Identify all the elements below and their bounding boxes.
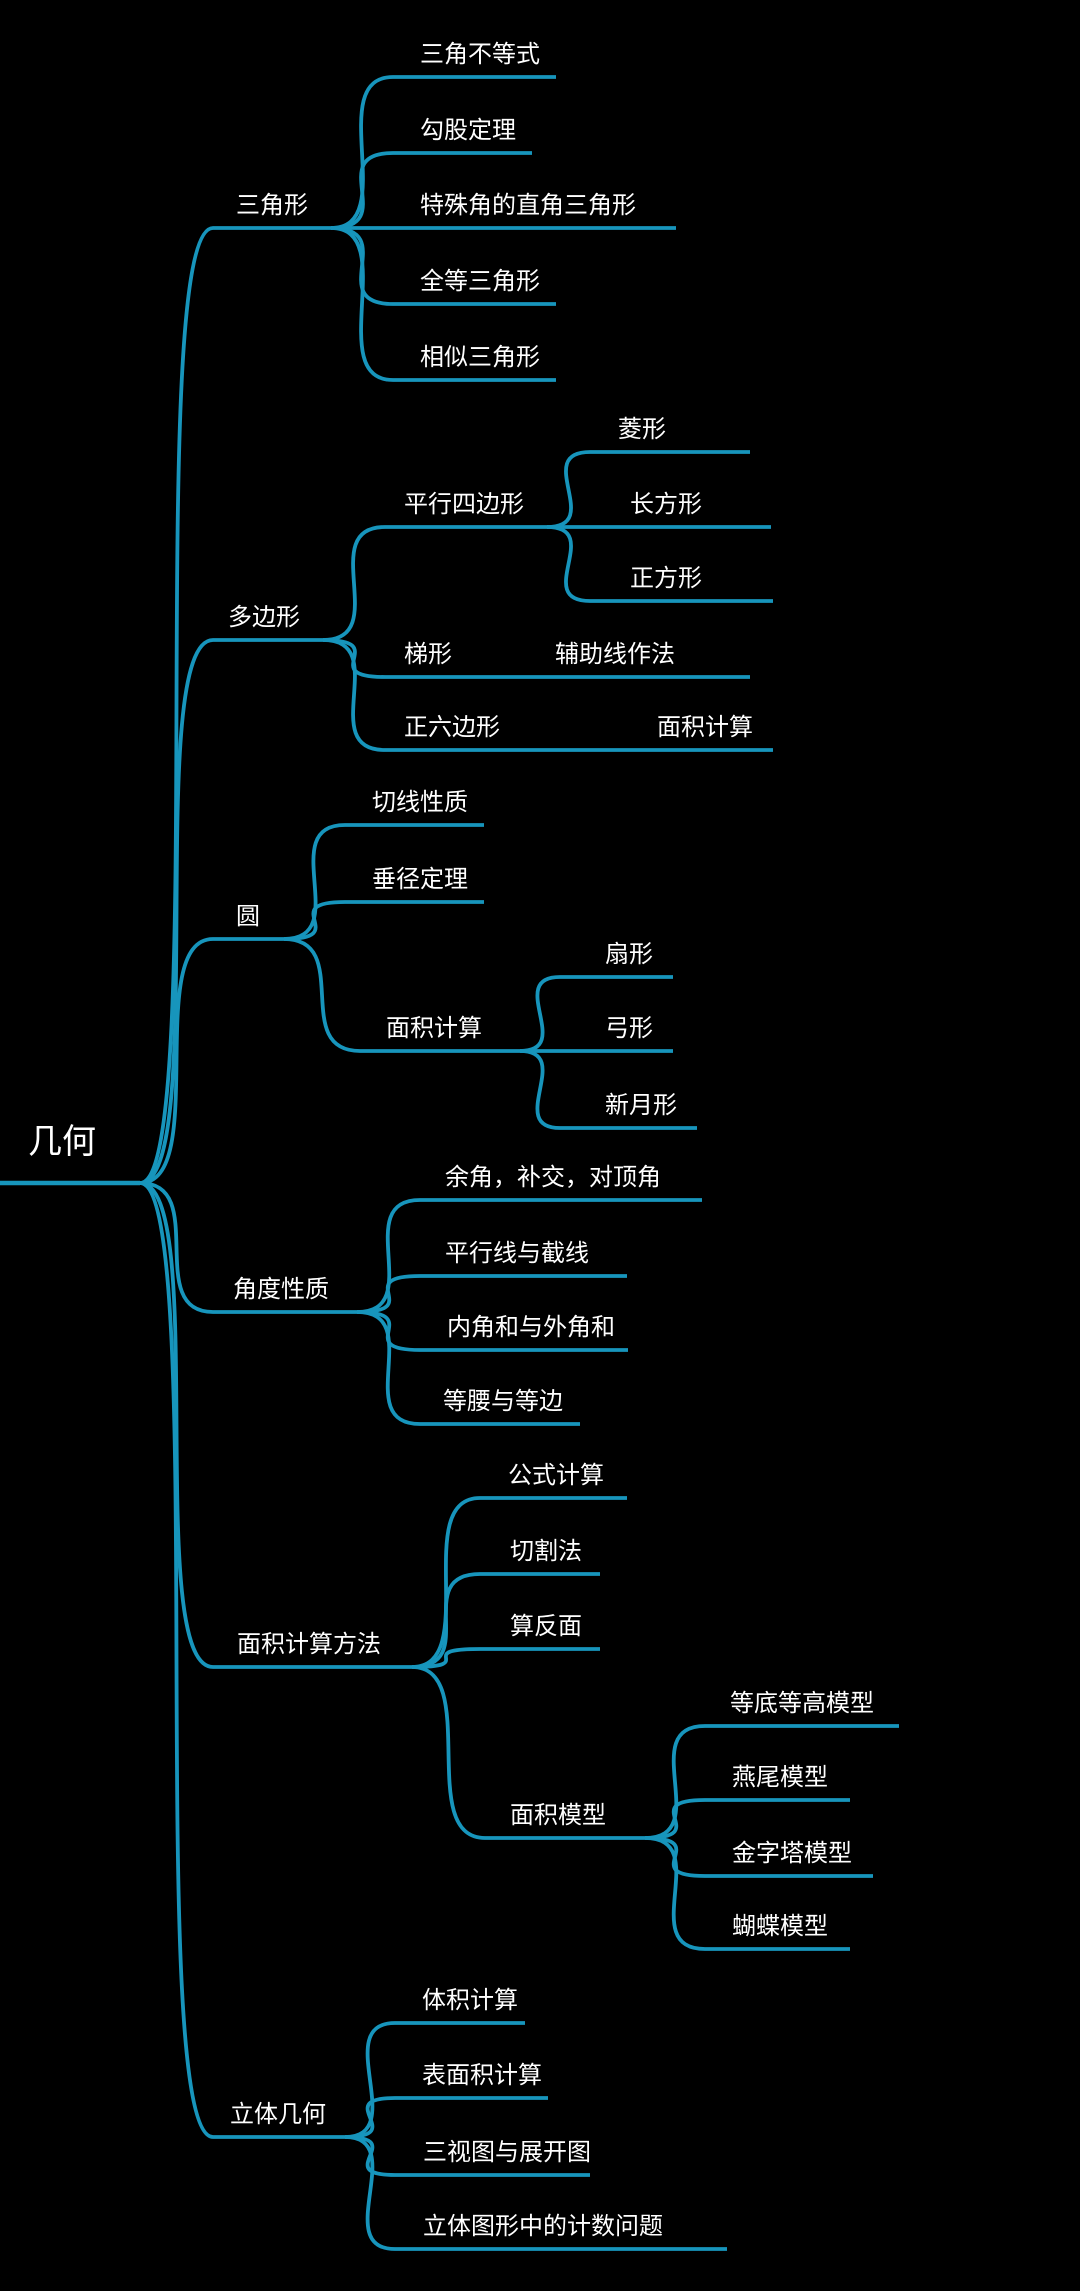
- node-parallelogram[interactable]: 平行四边形: [404, 491, 524, 518]
- node-perpendicular-chord-theorem[interactable]: 垂径定理: [372, 866, 468, 893]
- edge-rhombus: [546, 450, 750, 529]
- node-complementary-supplementary-vertical[interactable]: 余角，补交，对顶角: [445, 1164, 661, 1191]
- edge-tangent-properties: [283, 823, 484, 941]
- node-auxiliary-line-methods[interactable]: 辅助线作法: [555, 641, 675, 668]
- node-congruent-triangles[interactable]: 全等三角形: [420, 268, 540, 295]
- node-parallel-lines-transversal[interactable]: 平行线与截线: [445, 1240, 589, 1267]
- node-solid-counting-problems[interactable]: 立体图形中的计数问题: [423, 2213, 663, 2240]
- node-pythagorean-theorem[interactable]: 勾股定理: [420, 117, 516, 144]
- edge-triangle: [139, 226, 331, 1185]
- edge-three-views-and-nets: [344, 2135, 590, 2177]
- edge-lune: [519, 1049, 697, 1130]
- node-volume-calculation[interactable]: 体积计算: [422, 1987, 518, 2014]
- edge-equal-base-height-model: [644, 1724, 899, 1840]
- edge-regular-hexagon: [322, 638, 598, 752]
- edge-area-models: [411, 1665, 645, 1840]
- edge-solid-counting-problems: [344, 2135, 727, 2251]
- node-hexagon-area-calculation[interactable]: 面积计算: [657, 714, 753, 741]
- edge-swallowtail-model: [644, 1798, 850, 1840]
- node-butterfly-model[interactable]: 蝴蝶模型: [732, 1913, 828, 1940]
- node-circular-segment[interactable]: 弓形: [605, 1015, 653, 1042]
- node-polygon[interactable]: 多边形: [228, 604, 300, 631]
- edges-layer: [0, 75, 899, 2251]
- edge-butterfly-model: [644, 1836, 850, 1951]
- node-triangle[interactable]: 三角形: [236, 192, 308, 219]
- edge-sector: [519, 975, 673, 1053]
- node-angle-properties[interactable]: 角度性质: [233, 1276, 329, 1303]
- node-circle[interactable]: 圆: [236, 903, 260, 930]
- node-sector[interactable]: 扇形: [605, 941, 653, 968]
- node-pyramid-model[interactable]: 金字塔模型: [732, 1840, 852, 1867]
- edge-solid-geometry: [139, 1181, 345, 2139]
- node-three-views-and-nets[interactable]: 三视图与展开图: [423, 2139, 591, 2166]
- node-isosceles-equilateral[interactable]: 等腰与等边: [443, 1388, 563, 1415]
- node-area-models[interactable]: 面积模型: [510, 1802, 606, 1829]
- edge-area-calculation-methods: [139, 1181, 412, 1669]
- node-area-calculation-methods[interactable]: 面积计算方法: [237, 1631, 381, 1658]
- node-similar-triangles[interactable]: 相似三角形: [420, 344, 540, 371]
- edge-volume-calculation: [344, 2021, 525, 2139]
- node-rhombus[interactable]: 菱形: [618, 416, 666, 443]
- edge-isosceles-equilateral: [356, 1310, 580, 1426]
- node-interior-exterior-angle-sums[interactable]: 内角和与外角和: [447, 1314, 615, 1341]
- node-solid-geometry[interactable]: 立体几何: [230, 2101, 326, 2128]
- edge-angle-properties: [139, 1181, 357, 1314]
- edge-parallel-lines-transversal: [356, 1274, 627, 1314]
- node-surface-area-calculation[interactable]: 表面积计算: [422, 2062, 542, 2089]
- node-geometry[interactable]: 几何: [28, 1123, 96, 1161]
- edge-triangle-inequality: [330, 75, 556, 230]
- node-equal-base-height-model[interactable]: 等底等高模型: [730, 1690, 874, 1717]
- edge-complement-method: [411, 1647, 600, 1669]
- node-lune[interactable]: 新月形: [605, 1092, 677, 1119]
- edge-similar-triangles: [330, 226, 556, 382]
- node-trapezoid[interactable]: 梯形: [404, 641, 452, 668]
- edge-complementary-supplementary-vertical: [356, 1198, 702, 1314]
- node-formula-calculation[interactable]: 公式计算: [508, 1462, 604, 1489]
- edge-formula-calculation: [411, 1496, 627, 1669]
- node-swallowtail-model[interactable]: 燕尾模型: [732, 1764, 828, 1791]
- node-triangle-inequality[interactable]: 三角不等式: [420, 41, 540, 68]
- edge-square: [546, 525, 773, 603]
- edge-surface-area-calculation: [344, 2096, 548, 2139]
- node-special-right-triangles[interactable]: 特殊角的直角三角形: [420, 192, 636, 219]
- node-square[interactable]: 正方形: [630, 565, 702, 592]
- edge-circle: [139, 937, 284, 1185]
- edge-perpendicular-chord-theorem: [283, 900, 484, 941]
- edge-circle-area-calculation: [283, 937, 520, 1053]
- node-complement-method[interactable]: 算反面: [510, 1613, 582, 1640]
- node-tangent-properties[interactable]: 切线性质: [372, 789, 468, 816]
- edge-polygon: [139, 638, 323, 1185]
- node-regular-hexagon[interactable]: 正六边形: [404, 714, 500, 741]
- node-rectangle[interactable]: 长方形: [630, 491, 702, 518]
- node-circle-area-calculation[interactable]: 面积计算: [386, 1015, 482, 1042]
- edge-parallelogram: [322, 525, 547, 642]
- node-cutting-method[interactable]: 切割法: [510, 1538, 582, 1565]
- edge-cutting-method: [411, 1572, 600, 1669]
- edge-pythagorean-theorem: [330, 151, 532, 230]
